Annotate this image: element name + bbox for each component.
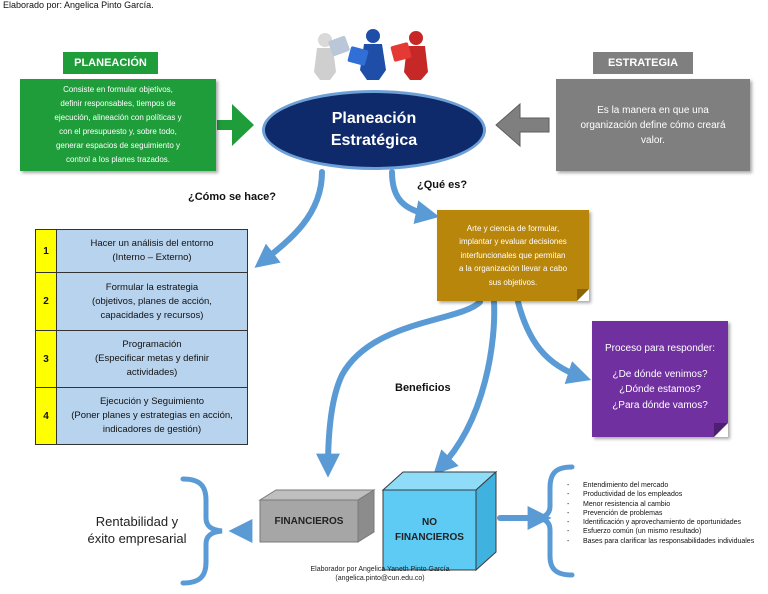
estrategia-line: valor.	[641, 134, 665, 146]
step-line: indicadores de gestión)	[102, 424, 202, 435]
definition-line: implantar y evaluar decisiones	[459, 237, 567, 247]
result-line: éxito empresarial	[87, 531, 187, 546]
credit-line: Elaborador por Angelica Yaneth Pinto Gar…	[310, 566, 450, 573]
planeacion-line: control a los planes trazados.	[65, 155, 171, 164]
estrategia-line: Es la manera en que una	[597, 104, 709, 116]
page-fold	[714, 423, 728, 437]
benefit-item: Identificación y aprovechamiento de opor…	[567, 518, 757, 528]
credit-line: (angelica.pinto@cun.edu.co)	[335, 575, 425, 582]
benefits-label: Beneficios	[395, 382, 451, 394]
central-title-line: Estratégica	[330, 132, 418, 149]
step-line: Formular la estrategia	[105, 281, 199, 293]
step-text: Ejecución y Seguimiento (Poner planes y …	[57, 388, 247, 444]
definition-box: Arte y ciencia de formular, implantar y …	[437, 210, 589, 301]
non-financial-line: NO	[422, 517, 437, 528]
definition-line: sus objetivos.	[488, 277, 538, 287]
process-question: ¿De dónde venimos?	[612, 368, 708, 380]
step-line: (Poner planes y estrategias en acción,	[71, 410, 233, 421]
step-number: 2	[36, 273, 57, 330]
estrategia-box: Es la manera en que una organización def…	[556, 79, 750, 171]
financial-cube	[258, 489, 376, 543]
non-financial-label: NO FINANCIEROS	[383, 490, 476, 570]
page-fold	[577, 289, 589, 301]
planeacion-line: Consiste en formular objetivos,	[63, 85, 173, 94]
non-financial-cube	[381, 470, 498, 572]
arrow-right	[217, 104, 254, 146]
definition-line: a la organización llevar a cabo	[458, 264, 568, 274]
step-line: (Especificar metas y definir	[94, 353, 210, 364]
process-question: ¿Para dónde vamos?	[612, 399, 708, 411]
planeacion-line: ejecución, alineación con políticas y	[54, 113, 182, 122]
step-line: Ejecución y Seguimiento	[99, 396, 205, 407]
estrategia-line: organización define cómo creará	[580, 119, 726, 131]
planeacion-line: generar espacios de seguimiento y	[55, 141, 181, 150]
estrategia-label: ESTRATEGIA	[593, 52, 693, 74]
process-question: ¿Dónde estamos?	[619, 384, 701, 395]
central-title-line: Planeación	[331, 110, 417, 127]
author-note: Elaborado por: Angelica Pinto García.	[3, 0, 154, 10]
step-number: 4	[36, 388, 57, 444]
definition-line: interfuncionales que permitan	[460, 250, 566, 260]
benefit-item: Prevención de problemas	[567, 509, 757, 519]
puzzle-people-icon	[314, 29, 428, 80]
benefit-item: Productividad de los empleados	[567, 490, 757, 500]
step-line: Programación	[122, 339, 182, 350]
benefit-item: Esfuerzo común (un mismo resultado)	[567, 527, 757, 537]
process-box: Proceso para responder: ¿De dónde venimo…	[592, 321, 728, 437]
step-text: Formular la estrategia (objetivos, plane…	[57, 273, 247, 330]
planeacion-line: con el presupuesto y, sobre todo,	[59, 127, 177, 136]
process-title: Proceso para responder:	[604, 343, 716, 354]
benefit-item: Bases para clarificar las responsabilida…	[567, 537, 757, 547]
definition-line: Arte y ciencia de formular,	[466, 223, 560, 233]
step-line: (Interno – Externo)	[112, 252, 192, 263]
what-question: ¿Qué es?	[417, 179, 468, 191]
step-number: 3	[36, 331, 57, 387]
financial-label: FINANCIEROS	[274, 515, 344, 527]
result-line: Rentabilidad y	[95, 514, 179, 529]
non-financial-line: FINANCIEROS	[395, 532, 464, 543]
step-row: 4 Ejecución y Seguimiento (Poner planes …	[36, 388, 247, 444]
benefits-list: Entendimiento del mercado Productividad …	[567, 481, 757, 546]
arrow-left	[495, 102, 550, 148]
central-topic: Planeación Estratégica	[262, 90, 486, 170]
step-line: Hacer un análisis del entorno	[90, 238, 214, 249]
step-line: actividades)	[126, 367, 178, 378]
step-line: capacidades y recursos)	[100, 309, 204, 321]
step-row: 2 Formular la estrategia (objetivos, pla…	[36, 273, 247, 331]
step-text: Programación (Especificar metas y defini…	[57, 331, 247, 387]
right-bracket	[537, 464, 575, 578]
planeacion-line: definir responsables, tiempos de	[60, 99, 176, 108]
planeacion-box: Consiste en formular objetivos, definir …	[20, 79, 216, 171]
benefit-item: Menor resistencia al cambio	[567, 500, 757, 510]
step-number: 1	[36, 230, 57, 272]
step-row: 1 Hacer un análisis del entorno (Interno…	[36, 230, 247, 273]
left-bracket	[180, 476, 223, 586]
step-row: 3 Programación (Especificar metas y defi…	[36, 331, 247, 388]
steps-table: 1 Hacer un análisis del entorno (Interno…	[35, 229, 248, 445]
benefit-item: Entendimiento del mercado	[567, 481, 757, 491]
step-line: (objetivos, planes de acción,	[92, 295, 212, 307]
author-credit: Elaborador por Angelica Yaneth Pinto Gar…	[290, 565, 470, 583]
planeacion-label: PLANEACIÓN	[63, 52, 158, 74]
how-question: ¿Cómo se hace?	[188, 191, 277, 203]
step-text: Hacer un análisis del entorno (Interno –…	[57, 230, 247, 272]
result-text: Rentabilidad y éxito empresarial	[76, 513, 198, 547]
